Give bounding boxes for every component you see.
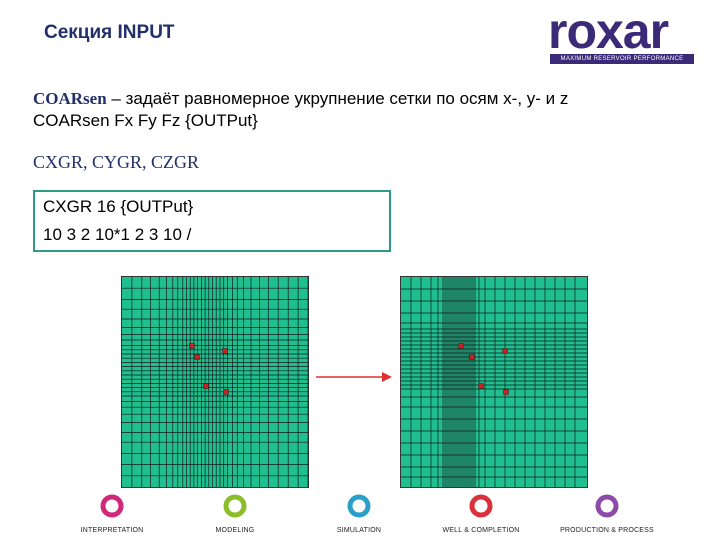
- footer-modeling: MODELING: [170, 494, 300, 534]
- footer-well-completion: WELL & COMPLETION: [416, 494, 546, 534]
- coarsen-syntax: COARsen Fx Fy Fz {OUTPut}: [33, 111, 258, 130]
- code-example-box: CXGR 16 {OUTPut} 10 3 2 10*1 2 3 10 /: [33, 190, 391, 252]
- grid-coarse: [400, 276, 588, 488]
- well-marker: [502, 348, 508, 354]
- well-marker: [194, 354, 200, 360]
- well-marker: [503, 389, 509, 395]
- logo-wordmark: roxar: [548, 3, 669, 59]
- simulation-icon: [347, 494, 371, 518]
- well-marker: [203, 383, 209, 389]
- modeling-icon: [223, 494, 247, 518]
- roxar-logo: roxar MAXIMUM RESERVOIR PERFORMANCE: [548, 3, 698, 66]
- footer-label: MODELING: [215, 527, 255, 534]
- well-marker: [469, 354, 475, 360]
- logo-tagline: MAXIMUM RESERVOIR PERFORMANCE: [550, 54, 694, 64]
- footer-simulation: SIMULATION: [294, 494, 424, 534]
- code-line-1: CXGR 16 {OUTPut}: [43, 197, 194, 216]
- well-marker: [478, 383, 484, 389]
- grid-fine: [121, 276, 309, 488]
- interpretation-icon: [100, 494, 124, 518]
- page-title: Секция INPUT: [44, 22, 175, 43]
- footer-label: PRODUCTION & PROCESS: [560, 527, 654, 534]
- footer-interpretation: INTERPRETATION: [47, 494, 177, 534]
- grid-background: [401, 277, 587, 487]
- coarsen-description: COARsen – задаёт равномерное укрупнение …: [33, 89, 568, 109]
- well-marker: [223, 389, 229, 395]
- footer-label: SIMULATION: [336, 527, 382, 534]
- coarsen-keyword: COARsen: [33, 89, 107, 108]
- coarse-grid-svg: [401, 277, 587, 487]
- well-completion-icon: [469, 494, 493, 518]
- right-arrow-icon: [316, 372, 392, 382]
- well-marker: [189, 343, 195, 349]
- coarsen-description-text: – задаёт равномерное укрупнение сетки по…: [106, 89, 569, 108]
- production-process-icon: [595, 494, 619, 518]
- grid-background: [122, 277, 308, 487]
- footer-label: INTERPRETATION: [80, 527, 144, 534]
- well-marker: [458, 343, 464, 349]
- footer-label: WELL & COMPLETION: [442, 527, 520, 534]
- cxgr-keywords: CXGR, CYGR, CZGR: [33, 152, 200, 172]
- footer-production-process: PRODUCTION & PROCESS: [542, 494, 672, 534]
- fine-grid-svg: [122, 277, 308, 487]
- code-line-2: 10 3 2 10*1 2 3 10 /: [43, 225, 192, 244]
- well-marker: [222, 348, 228, 354]
